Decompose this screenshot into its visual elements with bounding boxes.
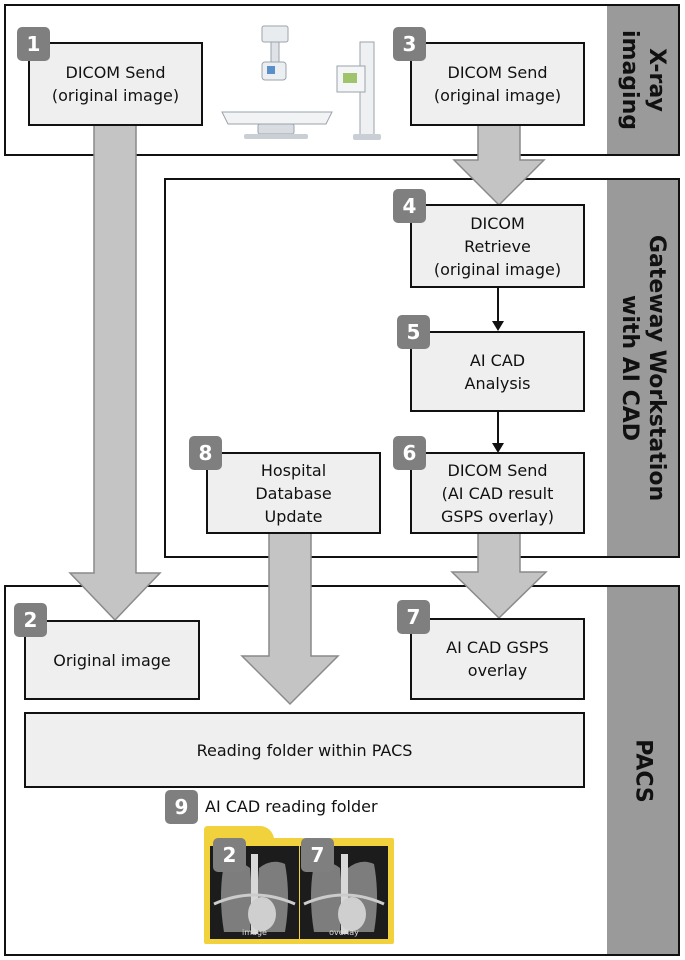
xray-stand-icon [336, 41, 381, 140]
reading-folder-within-pacs-box: Reading folder within PACS [24, 712, 585, 788]
connector-4-to-5-head [492, 321, 504, 331]
connector-5-to-6-head [492, 443, 504, 453]
arrow-6-to-7 [450, 531, 548, 620]
step-4-badge: 4 [393, 189, 426, 223]
step-3-badge: 3 [393, 27, 426, 61]
step-7-badge: 7 [397, 600, 430, 634]
xray-table-icon [221, 25, 333, 139]
step-1-dicom-send-box: DICOM Send(original image) [28, 42, 203, 126]
step-2-original-image-box: Original image [24, 620, 200, 700]
ai-cad-reading-folder-icon[interactable]: image 2 overlay 7 [204, 826, 394, 944]
step-5-badge: 5 [397, 315, 430, 349]
thumbnail-overlay-image-badge: 7 [301, 838, 334, 872]
folder-tab [204, 826, 274, 840]
step-3-dicom-send-box: DICOM Send(original image) [410, 42, 585, 126]
arrow-8-to-reading-folder [240, 529, 340, 706]
step-9-badge: 9 [165, 790, 198, 824]
thumbnail-original-image[interactable]: image [210, 846, 299, 939]
pacs-section-label: PACS [607, 587, 678, 954]
thumbnail-original-image-badge: 2 [213, 838, 246, 872]
thumbnail-overlay-image-caption: overlay [329, 928, 359, 937]
step-6-badge: 6 [393, 436, 426, 470]
step-2-badge: 2 [14, 603, 47, 637]
ai-cad-reading-folder-label: AI CAD reading folder [205, 797, 378, 816]
arrow-1-to-2 [68, 124, 162, 622]
step-8-badge: 8 [189, 436, 222, 470]
thumbnail-original-image-caption: image [242, 928, 267, 937]
step-1-badge: 1 [17, 27, 50, 61]
